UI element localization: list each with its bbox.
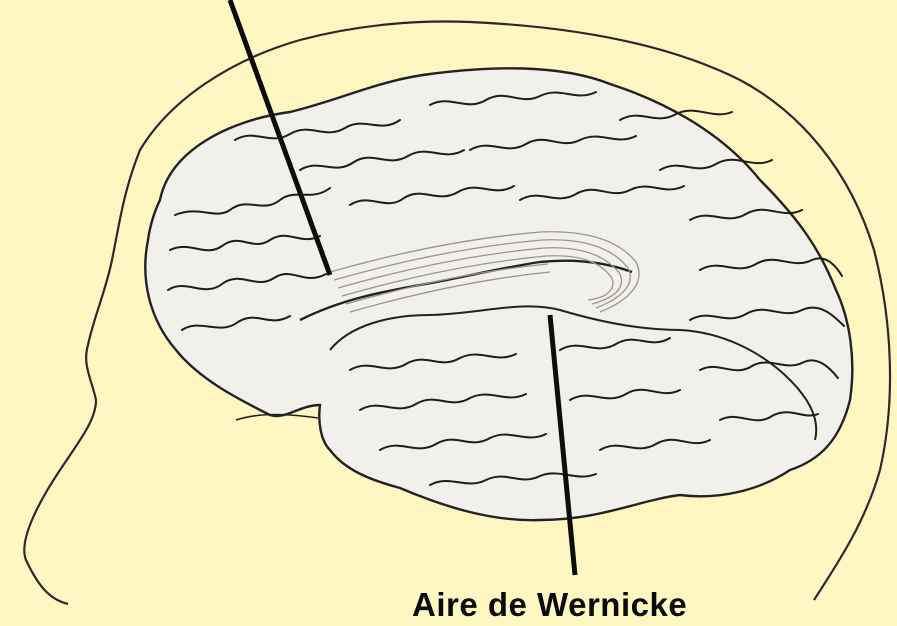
cerebellum-outline: [236, 415, 318, 421]
wernicke-area-label: Aire de Wernicke: [412, 587, 687, 623]
